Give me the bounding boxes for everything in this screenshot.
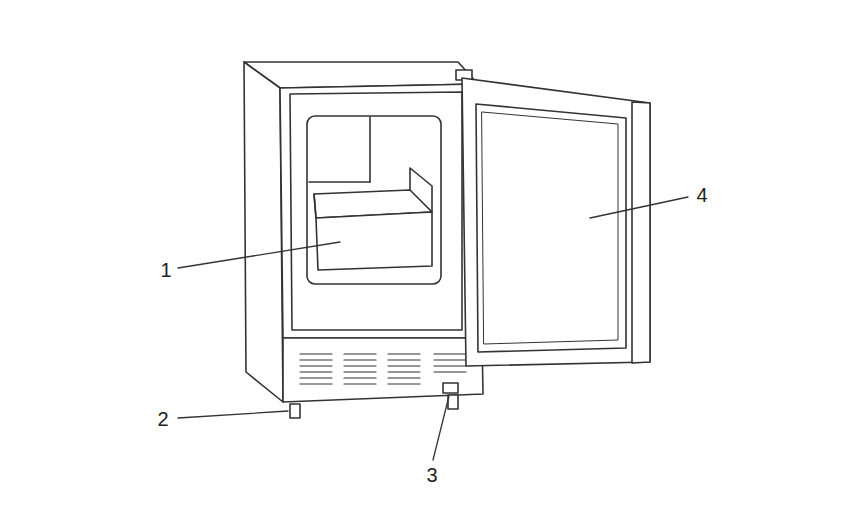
callout-number: 2	[155, 408, 170, 430]
leader-line	[590, 197, 688, 218]
bin-edge	[314, 194, 316, 218]
door-edge	[632, 102, 650, 363]
interior-wall	[369, 117, 371, 182]
ice-bin	[316, 212, 432, 270]
door-liner	[482, 112, 618, 344]
callout-number: 3	[424, 464, 439, 486]
callout-number: 1	[158, 259, 173, 281]
interior-window	[307, 116, 441, 284]
grille-panel	[283, 338, 483, 402]
leader-line	[433, 396, 449, 460]
cabinet-front	[280, 84, 482, 338]
leader-line	[178, 411, 288, 418]
leader-line	[178, 242, 340, 268]
cabinet-side	[244, 62, 283, 402]
door-panel	[476, 104, 626, 352]
door-opening	[290, 92, 462, 330]
power-switch	[443, 383, 458, 393]
door	[462, 78, 650, 366]
grille-slats	[300, 354, 466, 384]
callout-number: 4	[694, 184, 709, 206]
leveling-foot	[290, 404, 300, 418]
leveling-foot	[448, 395, 458, 409]
leader-lines	[178, 197, 688, 460]
interior-wall	[309, 181, 370, 183]
